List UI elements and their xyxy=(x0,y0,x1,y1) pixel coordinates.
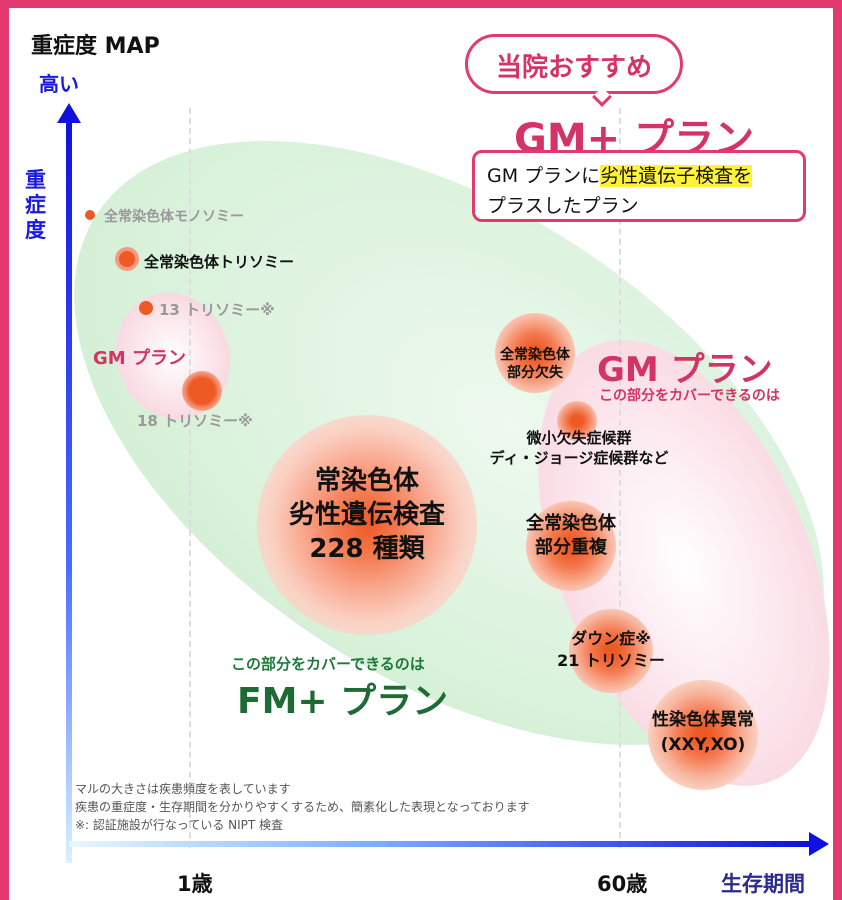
y-axis-arrow xyxy=(57,103,81,863)
dot-sex-chromosome xyxy=(648,680,758,790)
sex-line2: (XXY,XO) xyxy=(660,735,746,755)
label-down: ダウン症※ 21 トリソミー xyxy=(546,628,676,672)
sex-line1: 性染色体異常 xyxy=(652,710,754,730)
fm-plus-title: FM+ プラン xyxy=(237,681,449,722)
desc-prefix: GM プランに xyxy=(487,165,601,187)
recommend-label: 当院おすすめ xyxy=(495,53,652,83)
recessive-line1: 常染色体 xyxy=(314,466,419,496)
x-axis-label: 生存期間 xyxy=(721,872,805,896)
dot-recessive xyxy=(257,415,477,635)
dot-trisomy xyxy=(115,247,139,271)
x-tick-60: 60歳 xyxy=(597,872,648,896)
gm-plus-description-box: GM プランに劣性遺伝子検査を プラスしたプラン xyxy=(472,150,806,222)
label-recessive: 常染色体劣性遺伝検査 228 種類 xyxy=(257,464,477,566)
dup-line2: 部分重複 xyxy=(535,537,607,558)
dot-monosomy xyxy=(85,210,95,220)
recessive-line2: 劣性遺伝検査 xyxy=(288,500,445,530)
partial-del-line2: 部分欠失 xyxy=(507,365,563,381)
dot-down xyxy=(569,609,653,693)
label-t18: 18 トリソミー※ xyxy=(137,412,253,430)
label-sex-chromosome: 性染色体異常 (XXY,XO) xyxy=(633,708,773,758)
note-3: ※: 認証施設が行なっている NIPT 検査 xyxy=(75,818,284,832)
gm-plan-right-title: GM プラン xyxy=(597,350,773,390)
dot-microdeletion xyxy=(557,401,597,441)
tick-line-60 xyxy=(619,108,621,848)
tick-line-1 xyxy=(189,108,191,848)
fm-plus-sub: この部分をカバーできるのは xyxy=(231,655,425,673)
label-partial-deletion: 全常染色体部分欠失 xyxy=(485,346,585,382)
dot-duplication xyxy=(526,501,616,591)
desc-line2: プラスしたプラン xyxy=(487,195,639,217)
note-1: マルの大きさは疾患頻度を表しています xyxy=(75,782,291,796)
micro-line1: 微小欠失症候群 xyxy=(526,429,632,447)
x-axis-arrow xyxy=(69,832,829,856)
label-microdeletion: 微小欠失症候群ディ・ジョージ症候群など xyxy=(469,428,689,468)
notes: マルの大きさは疾患頻度を表しています 疾患の重症度・生存期間を分かりやすくするた… xyxy=(75,780,530,834)
dot-t13 xyxy=(139,301,153,315)
label-duplication: 全常染色体部分重複 xyxy=(506,512,636,560)
x-tick-1: 1歳 xyxy=(177,872,213,896)
recessive-line3: 228 種類 xyxy=(309,534,425,564)
desc-highlight: 劣性遺伝子検査を xyxy=(600,165,753,187)
label-trisomy: 全常染色体トリソミー xyxy=(144,253,295,271)
dot-t18 xyxy=(182,371,222,411)
partial-del-line1: 全常染色体 xyxy=(500,347,570,363)
down-line2: 21 トリソミー xyxy=(557,651,665,670)
micro-line2: ディ・ジョージ症候群など xyxy=(489,449,669,467)
diagram-frame: 重症度 MAP 高い 重症度 1歳 60歳 生存期間 当院おすすめ GM+ プラ… xyxy=(9,8,833,900)
page-title: 重症度 MAP xyxy=(31,34,160,59)
recommend-bubble: 当院おすすめ xyxy=(465,34,683,94)
y-axis-label: 重症度 xyxy=(25,168,46,242)
label-monosomy: 全常染色体モノソミー xyxy=(104,209,244,225)
note-2: 疾患の重症度・生存期間を分かりやすくするため、簡素化した表現となっております xyxy=(75,800,530,814)
y-axis-top-label: 高い xyxy=(39,72,79,96)
label-gm-left: GM プラン xyxy=(93,348,186,369)
dup-line1: 全常染色体 xyxy=(526,513,616,534)
gm-plan-right-sub: この部分をカバーできるのは xyxy=(599,388,780,404)
dot-partial-deletion xyxy=(495,313,575,393)
label-t13: 13 トリソミー※ xyxy=(159,301,275,319)
down-line1: ダウン症※ xyxy=(571,629,651,648)
